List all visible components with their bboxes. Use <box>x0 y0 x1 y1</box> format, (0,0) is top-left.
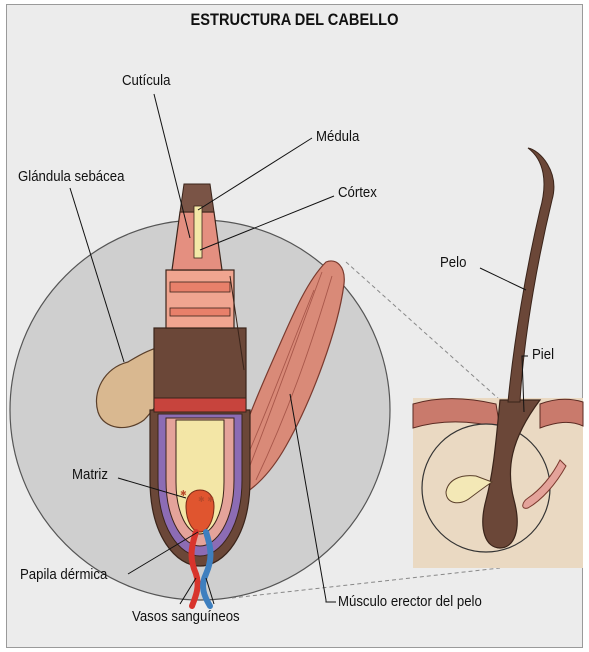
label-medula: Médula <box>316 128 359 146</box>
svg-text:✱ ✱: ✱ ✱ <box>198 495 214 504</box>
label-papila-dermica: Papila dérmica <box>20 566 107 584</box>
label-piel: Piel <box>532 346 554 364</box>
label-glandula-sebacea: Glándula sebácea <box>18 168 124 186</box>
label-cortex: Córtex <box>338 184 377 202</box>
label-cuticula: Cutícula <box>122 72 170 90</box>
leader-medula <box>198 138 312 210</box>
leader-cuticula <box>154 94 190 238</box>
shaft-band <box>154 398 246 412</box>
label-matriz: Matriz <box>72 466 108 484</box>
label-pelo: Pelo <box>440 254 466 272</box>
label-musculo-erector: Músculo erector del pelo <box>338 593 482 611</box>
label-vasos-sanguineos: Vasos sanguíneos <box>132 608 240 626</box>
hair-shaft-mid <box>166 270 234 328</box>
cortex-ring <box>170 282 230 292</box>
leader-pelo <box>480 268 526 290</box>
